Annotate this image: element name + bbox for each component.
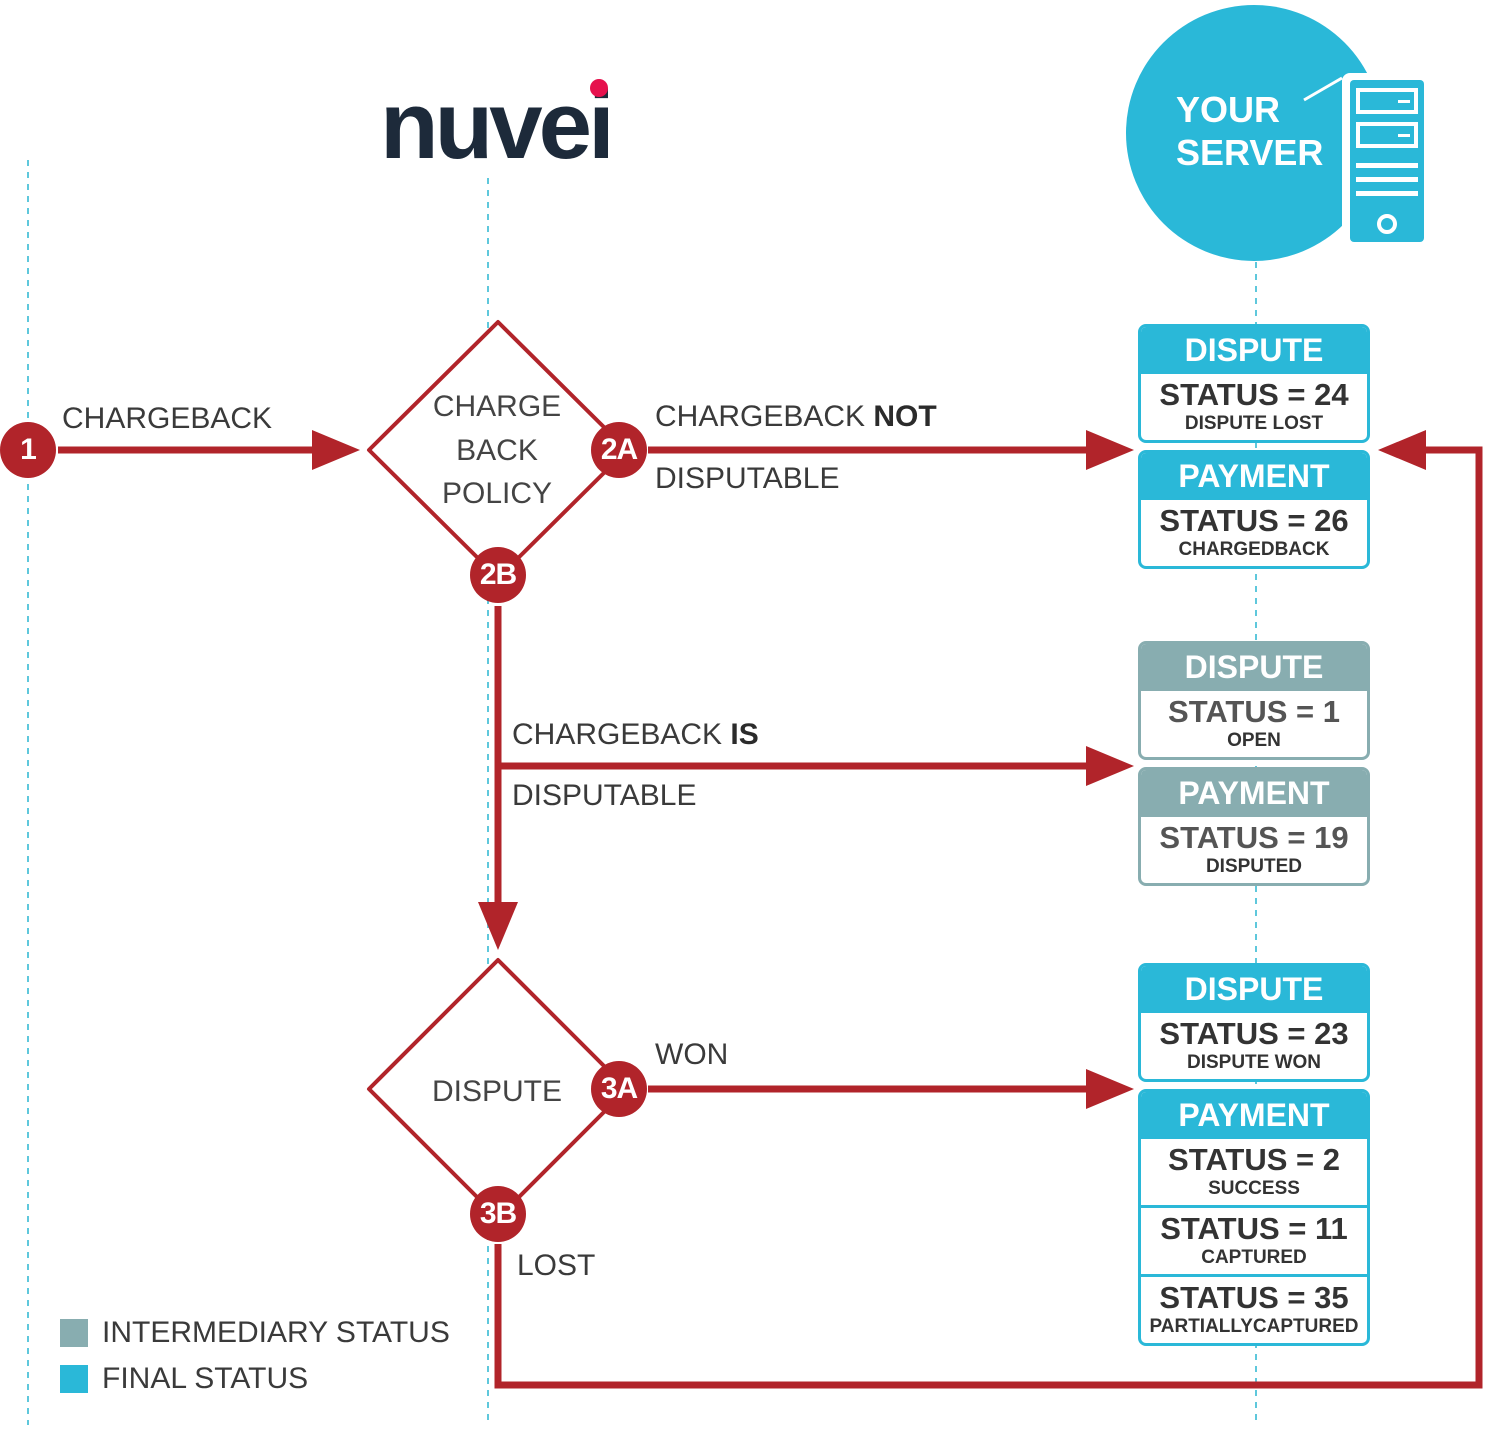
card-status-value: STATUS = 24 — [1159, 377, 1349, 412]
card-status-name: DISPUTE LOST — [1184, 413, 1324, 434]
legend-intermediary-label: INTERMEDIARY STATUS — [102, 1316, 450, 1349]
card-status-row: STATUS = 2 SUCCESS — [1141, 1136, 1367, 1205]
step-1-badge: 1 — [0, 422, 56, 478]
card-status-name: PARTIALLYCAPTURED — [1149, 1316, 1359, 1337]
card-status-value: STATUS = 11 — [1160, 1211, 1348, 1246]
edge-not-disputable-emph: NOT — [873, 400, 937, 433]
card-status-value: STATUS = 2 — [1168, 1142, 1340, 1177]
card-title: PAYMENT — [1141, 453, 1367, 497]
card-status-row: STATUS = 1 OPEN — [1141, 688, 1367, 757]
card-payment-disputed: PAYMENT STATUS = 19 DISPUTED — [1138, 767, 1370, 886]
nuvei-logo-dot — [590, 79, 608, 97]
card-status-value: STATUS = 23 — [1159, 1016, 1349, 1051]
edge-is-disputable-pre: CHARGEBACK — [512, 718, 731, 751]
legend-intermediary-swatch — [60, 1319, 88, 1347]
edge-chargeback-label: CHARGEBACK — [62, 402, 273, 435]
card-status-name: OPEN — [1227, 730, 1281, 751]
card-title: DISPUTE — [1141, 644, 1367, 688]
server-label-line2: SERVER — [1176, 132, 1324, 174]
arrow-is-disputable-head — [1086, 746, 1134, 786]
card-title: PAYMENT — [1141, 770, 1367, 814]
arrow-chargeback-head — [312, 430, 360, 470]
edge-not-disputable-pre: CHARGEBACK — [655, 400, 874, 433]
card-payment-chargedback: PAYMENT STATUS = 26 CHARGEDBACK — [1138, 450, 1370, 569]
step-3a-badge: 3A — [591, 1061, 647, 1117]
card-status-row: STATUS = 19 DISPUTED — [1141, 814, 1367, 883]
card-dispute-lost: DISPUTE STATUS = 24 DISPUTE LOST — [1138, 324, 1370, 443]
card-status-name: CAPTURED — [1201, 1247, 1307, 1268]
card-status-row: STATUS = 35 PARTIALLYCAPTURED — [1141, 1274, 1367, 1343]
edge-is-disputable-label-line2: DISPUTABLE — [512, 779, 697, 812]
card-status-name: DISPUTE WON — [1186, 1052, 1322, 1073]
arrow-2b-vertical-head — [478, 902, 518, 950]
server-label: YOUR SERVER — [1176, 88, 1323, 174]
legend-intermediary: INTERMEDIARY STATUS — [60, 1316, 450, 1350]
decision-policy-line3: POLICY — [441, 477, 553, 510]
card-status-name: SUCCESS — [1208, 1178, 1300, 1199]
legend-final-swatch — [60, 1365, 88, 1393]
card-status-value: STATUS = 26 — [1159, 503, 1349, 538]
edge-won-label: WON — [655, 1038, 729, 1071]
arrow-not-disputable-head — [1086, 430, 1134, 470]
card-title: PAYMENT — [1141, 1092, 1367, 1136]
card-title: DISPUTE — [1141, 966, 1367, 1010]
nuvei-logo: nuvei — [380, 72, 615, 179]
card-status-row: STATUS = 24 DISPUTE LOST — [1141, 371, 1367, 440]
card-dispute-won: DISPUTE STATUS = 23 DISPUTE WON — [1138, 963, 1370, 1082]
edge-is-disputable-emph: IS — [730, 718, 759, 751]
server-label-line1: YOUR — [1176, 89, 1281, 130]
server-tower-icon — [1303, 73, 1432, 249]
card-title: DISPUTE — [1141, 327, 1367, 371]
arrow-lost-line — [494, 446, 1483, 1389]
card-status-name: DISPUTED — [1205, 856, 1303, 877]
card-status-name: CHARGEDBACK — [1178, 539, 1330, 560]
legend-final: FINAL STATUS — [60, 1362, 308, 1396]
step-2b-badge: 2B — [470, 547, 526, 603]
arrow-lost-head — [1378, 430, 1426, 470]
card-dispute-open: DISPUTE STATUS = 1 OPEN — [1138, 641, 1370, 760]
decision-policy-line2: BACK — [456, 433, 538, 467]
card-status-value: STATUS = 1 — [1168, 694, 1340, 729]
card-status-row: STATUS = 23 DISPUTE WON — [1141, 1010, 1367, 1079]
card-status-value: STATUS = 35 — [1159, 1280, 1349, 1315]
edge-lost-label: LOST — [517, 1249, 596, 1282]
arrow-won-head — [1086, 1069, 1134, 1109]
server-circle — [1126, 5, 1382, 261]
edge-is-disputable-label-line1: CHARGEBACK IS — [512, 720, 759, 750]
card-status-row: STATUS = 26 CHARGEDBACK — [1141, 497, 1367, 566]
card-status-row: STATUS = 11 CAPTURED — [1141, 1205, 1367, 1274]
edge-not-disputable-label-line1: CHARGEBACK NOT — [655, 402, 937, 432]
card-payment-success: PAYMENT STATUS = 2 SUCCESS STATUS = 11 C… — [1138, 1089, 1370, 1346]
decision-dispute-label: DISPUTE — [431, 1075, 563, 1108]
edge-not-disputable-label-line2: DISPUTABLE — [655, 462, 840, 495]
step-2a-badge: 2A — [591, 422, 647, 478]
legend-final-label: FINAL STATUS — [102, 1362, 309, 1395]
step-3b-badge: 3B — [470, 1186, 526, 1242]
decision-policy-label: CHARGE BACK POLICY — [408, 385, 586, 516]
decision-policy-line1: CHARGE — [432, 390, 562, 423]
card-status-value: STATUS = 19 — [1159, 820, 1349, 855]
